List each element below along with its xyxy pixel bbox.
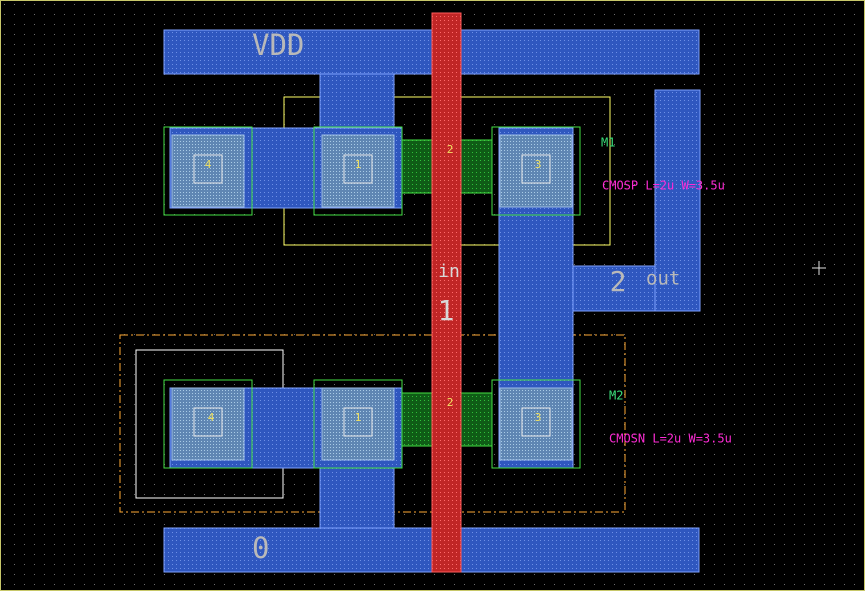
out-node-number: 2	[610, 265, 627, 298]
nmos-terminal-source: 1	[355, 411, 362, 424]
contact-pmos-drain-inner	[521, 154, 551, 184]
nmos-model-label: CMOSN L=2u W=3.5u	[609, 432, 732, 446]
contact-nmos-source[interactable]	[321, 387, 395, 461]
contact-nmos-bulk[interactable]	[171, 387, 245, 461]
pmos-source-strap[interactable]	[319, 73, 395, 129]
pmos-contacts	[171, 134, 573, 208]
contact-nmos-bulk-inner	[193, 407, 223, 437]
in-node-number: 1	[438, 294, 455, 327]
nmos-instance-name: M2	[609, 389, 623, 403]
pmos-model-label: CMOSP L=2u W=3.5u	[602, 179, 725, 193]
contact-pmos-drain[interactable]	[499, 134, 573, 208]
contact-pmos-bulk-inner	[193, 154, 223, 184]
nmos-terminal-bulk: 4	[208, 411, 215, 424]
out-net-label: out	[646, 268, 680, 290]
contact-pmos-source-inner	[343, 154, 373, 184]
pmos-instance-name: M1	[601, 136, 615, 150]
nmos-contacts	[171, 387, 573, 461]
gnd-net-label: 0	[252, 531, 269, 565]
nmos-drain-active[interactable]	[491, 379, 581, 469]
nmos-bulk-active[interactable]	[163, 379, 253, 469]
contact-nmos-drain[interactable]	[499, 387, 573, 461]
contact-nmos-drain-inner	[521, 407, 551, 437]
contact-pmos-source[interactable]	[321, 134, 395, 208]
nmos-terminal-gate: 2	[447, 396, 454, 409]
pmos-terminal-bulk: 4	[205, 158, 212, 171]
pmos-terminal-drain: 3	[535, 158, 542, 171]
nmos-source-strap[interactable]	[319, 466, 395, 529]
in-net-label: in	[438, 261, 460, 282]
nmos-terminal-drain: 3	[535, 411, 542, 424]
output-metal-riser[interactable]	[654, 89, 701, 312]
pmos-bulk-active[interactable]	[163, 126, 253, 216]
pmos-terminal-gate: 2	[447, 143, 454, 156]
pmos-drain-active[interactable]	[491, 126, 581, 216]
vdd-net-label: VDD	[252, 28, 304, 62]
crosshair-cursor-icon	[812, 261, 826, 275]
contact-pmos-bulk[interactable]	[171, 134, 245, 208]
poly-gate[interactable]	[431, 12, 462, 573]
contact-nmos-source-inner	[343, 407, 373, 437]
pmos-terminal-source: 1	[355, 158, 362, 171]
